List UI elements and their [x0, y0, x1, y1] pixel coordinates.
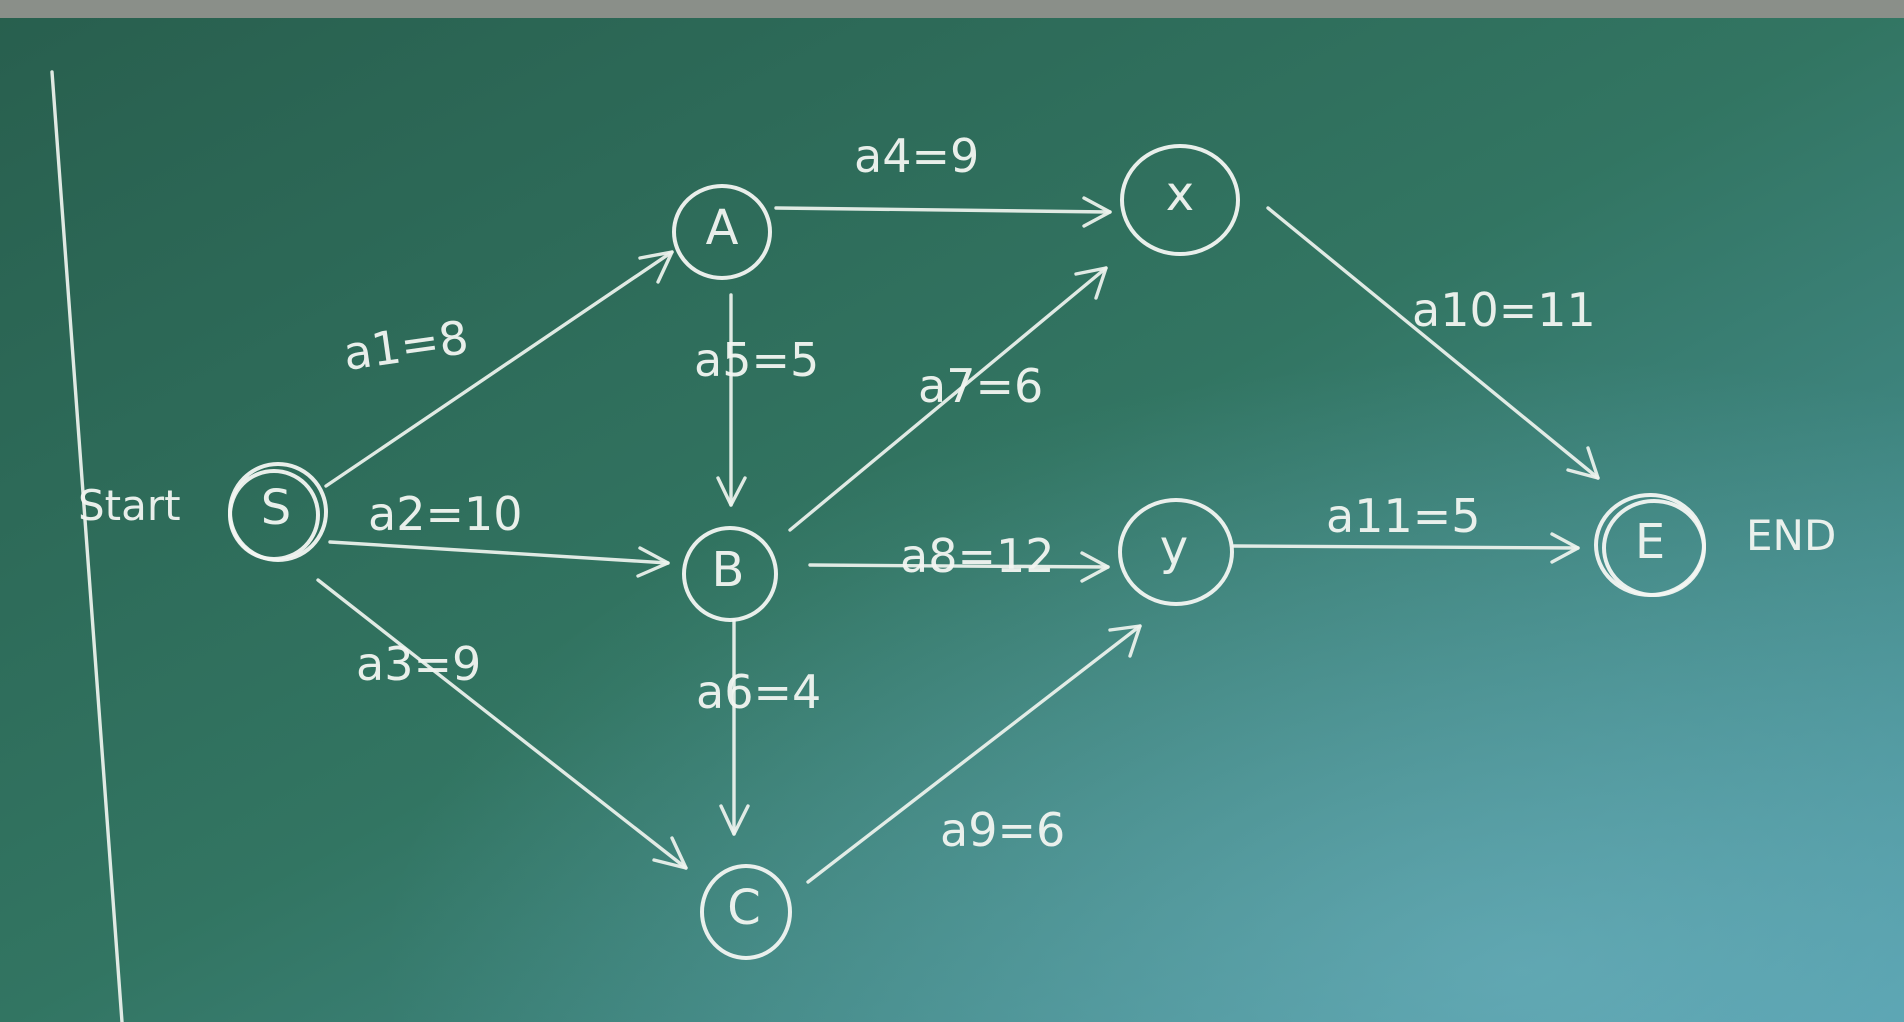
edge-a5-arrowhead	[716, 476, 747, 507]
edge-a3-arrowhead	[652, 836, 688, 870]
node-x-label: x	[1166, 166, 1194, 222]
node-c-circle	[700, 864, 792, 960]
board-margin-line	[50, 70, 124, 1022]
node-y-label: y	[1160, 520, 1188, 576]
edge-a4	[774, 206, 1112, 214]
node-e-label: E	[1635, 514, 1665, 570]
edge-a6-arrowhead	[719, 804, 750, 836]
node-a-circle	[672, 184, 772, 280]
edges	[316, 196, 1600, 884]
end-label: END	[1746, 511, 1836, 560]
node-y-circle	[1118, 498, 1234, 606]
edge-label-a5: a5=5	[694, 333, 819, 387]
edge-a2	[328, 540, 670, 565]
edge-a11	[1232, 544, 1580, 550]
edge-a9-arrowhead	[1108, 624, 1142, 658]
node-a: A	[672, 184, 772, 280]
edge-label-a7: a7=6	[918, 359, 1043, 413]
edge-a10-arrowhead	[1566, 446, 1600, 480]
edge-a4-arrowhead	[1082, 196, 1112, 228]
node-c-label: C	[727, 880, 761, 936]
node-b: B	[682, 526, 778, 622]
edge-a9	[806, 624, 1142, 884]
node-a-label: A	[706, 200, 739, 256]
edge-a11-arrowhead	[1550, 532, 1580, 564]
edge-label-a6: a6=4	[696, 665, 821, 719]
node-s: S	[228, 462, 328, 562]
node-s-label: S	[261, 480, 291, 536]
edge-label-a10: a10=11	[1412, 283, 1596, 337]
edge-a2-arrowhead	[636, 546, 670, 578]
node-b-label: B	[712, 542, 745, 598]
edge-a3	[316, 578, 688, 870]
edge-a8	[808, 563, 1110, 569]
edge-label-a3: a3=9	[356, 637, 481, 691]
edge-a10	[1266, 206, 1600, 480]
node-c: C	[700, 864, 792, 960]
node-b-circle	[682, 526, 778, 622]
node-e: E	[1594, 493, 1706, 597]
edge-label-a8: a8=12	[900, 529, 1055, 583]
edge-label-a11: a11=5	[1326, 489, 1481, 543]
edge-a1	[324, 250, 674, 488]
edge-labels: a1=8 a2=10 a3=9 a4=9 a5=5 a6=4 a7=6 a8=1…	[340, 129, 1596, 857]
edge-label-a2: a2=10	[368, 487, 523, 541]
node-e-circle-retrace	[1602, 499, 1706, 597]
start-label: Start	[78, 481, 181, 530]
edge-a7	[788, 266, 1108, 532]
edge-a8-arrowhead	[1080, 551, 1110, 583]
edge-a1-arrowhead	[638, 250, 674, 284]
nodes: S A B C x y	[228, 144, 1706, 960]
node-s-circle-retrace	[228, 469, 320, 561]
board-top-frame	[0, 0, 1904, 18]
node-x-circle	[1120, 144, 1240, 256]
edge-label-a4: a4=9	[854, 129, 979, 183]
node-x: x	[1120, 144, 1240, 256]
node-y: y	[1118, 498, 1234, 606]
edge-a7-arrowhead	[1074, 266, 1108, 300]
edge-label-a9: a9=6	[940, 803, 1065, 857]
